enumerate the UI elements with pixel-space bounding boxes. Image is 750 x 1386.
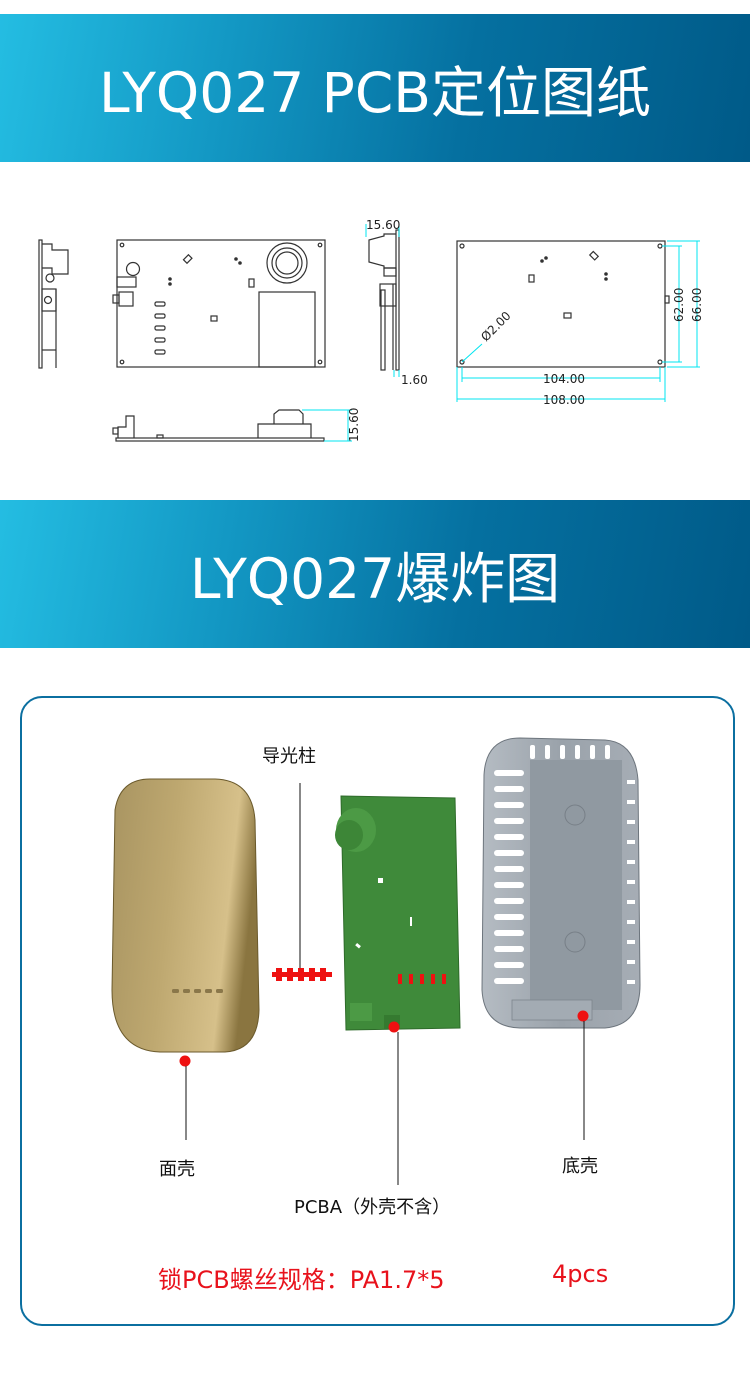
pcb-drawing-banner: LYQ027 PCB定位图纸: [0, 14, 750, 162]
light-guide-label: 导光柱: [262, 746, 316, 767]
svg-text:104.00: 104.00: [543, 372, 585, 386]
bottom-dimension: [302, 409, 352, 442]
front-shell-part: [111, 778, 260, 1140]
side-dimensions: [365, 224, 400, 377]
back-shell-label: 底壳: [562, 1156, 598, 1177]
pcba-label: PCBA（外壳不含）: [294, 1197, 451, 1218]
svg-text:15.60: 15.60: [366, 218, 400, 232]
pcb-outline-view: [456, 240, 670, 368]
exploded-view-frame: [20, 696, 735, 1326]
pcb-technical-drawing: 15.60 15.60 1.60: [0, 162, 750, 500]
screw-quantity-text: 4pcs: [552, 1260, 609, 1288]
side-view-left: [38, 239, 69, 369]
pcb-bottom-profile: [112, 409, 325, 442]
svg-text:Ø2.00: Ø2.00: [478, 309, 513, 344]
svg-text:108.00: 108.00: [543, 393, 585, 407]
pcba-part: [335, 795, 461, 1185]
exploded-view-banner: LYQ027爆炸图: [0, 500, 750, 648]
svg-text:62.00: 62.00: [672, 288, 686, 322]
side-view-right: [368, 229, 400, 371]
back-shell-part: [481, 737, 641, 1140]
exploded-view-illustration: [0, 680, 750, 1330]
svg-text:1.60: 1.60: [401, 373, 428, 387]
screw-spec-text: 锁PCB螺丝规格：PA1.7*5: [158, 1266, 445, 1294]
svg-text:15.60: 15.60: [347, 408, 361, 442]
pcb-top-view: [112, 239, 326, 368]
light-guide-part: [272, 783, 332, 981]
front-shell-label: 面壳: [159, 1159, 195, 1180]
exploded-view-title: LYQ027爆炸图: [189, 547, 561, 611]
outline-dimensions: [456, 240, 700, 402]
pcb-drawing-title: LYQ027 PCB定位图纸: [99, 61, 651, 125]
svg-text:66.00: 66.00: [690, 288, 704, 322]
